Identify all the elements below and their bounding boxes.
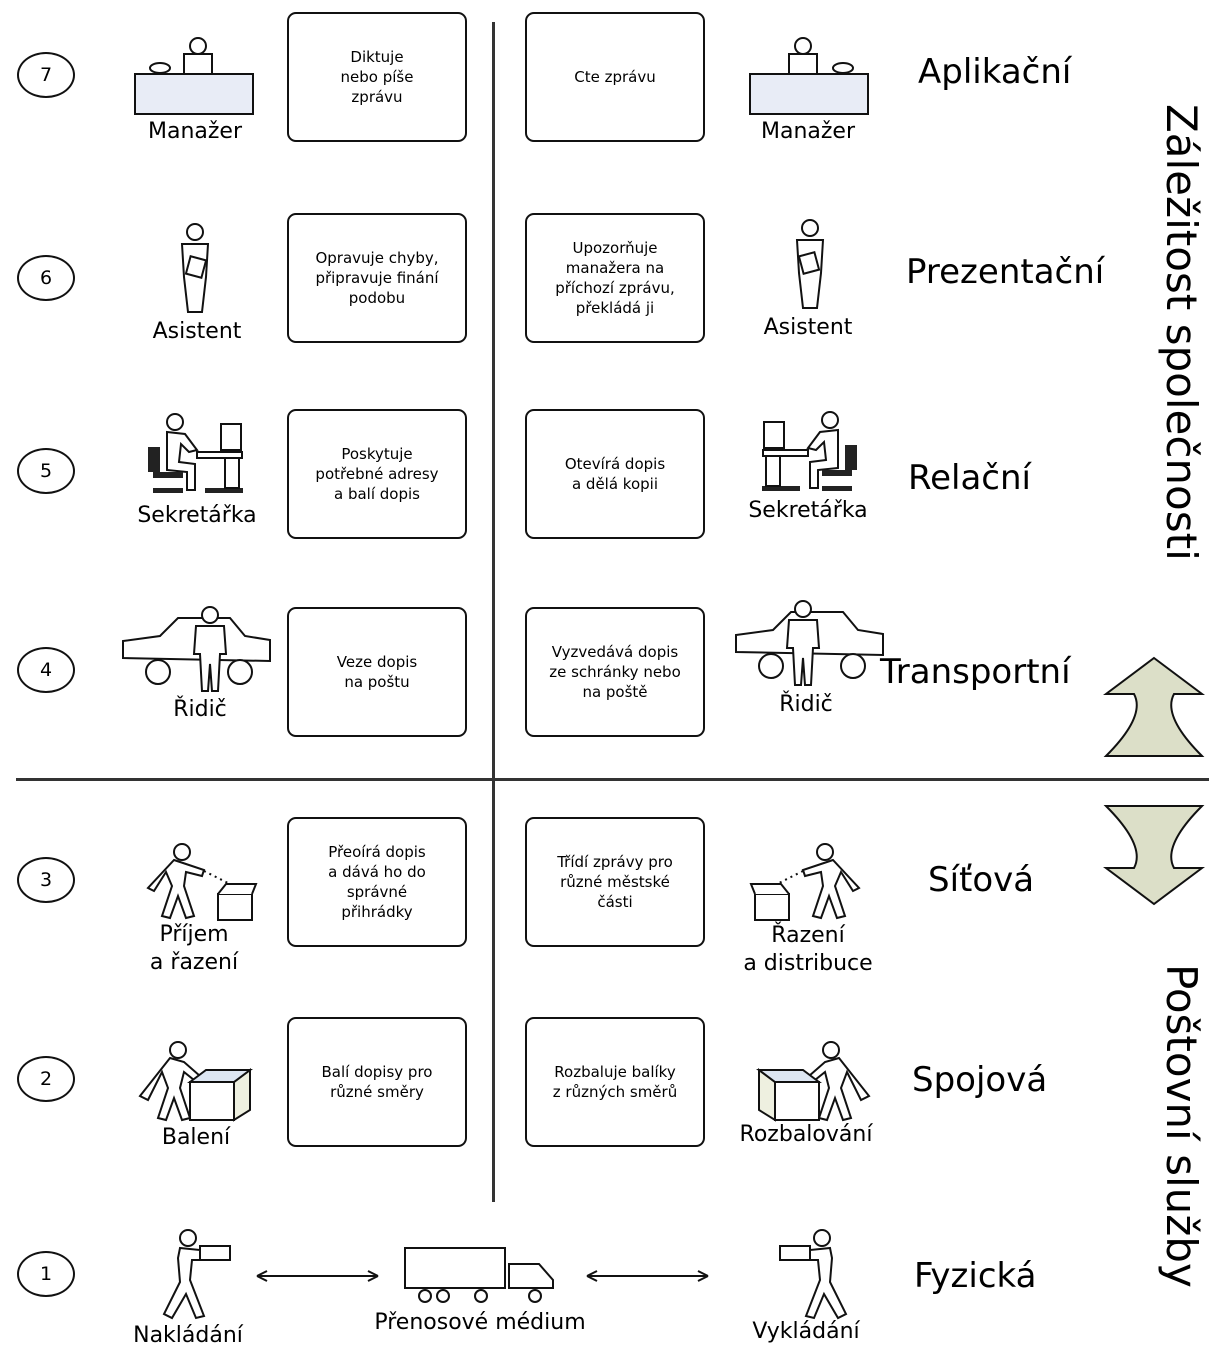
- desc-right-4: Vyzvedává dopis ze schránky nebo na pošt…: [525, 607, 705, 737]
- role-right-3: Řazení a distribuce: [743, 923, 873, 976]
- desc-left-2: Balí dopisy pro různé směry: [287, 1017, 467, 1147]
- desc-right-2: Rozbaluje balíky z různých směrů: [525, 1017, 705, 1147]
- sorting-person-icon: [134, 836, 259, 930]
- layer-number-5: 5: [17, 448, 75, 494]
- side-label-society: Záležitost společnosti: [1157, 104, 1206, 561]
- layer-number-4: 4: [17, 647, 75, 693]
- layer-number-3: 3: [17, 857, 75, 903]
- truck-icon: [403, 1246, 561, 1310]
- role-left-1: Nakládání: [133, 1323, 243, 1348]
- computer-desk-icon: [760, 410, 860, 499]
- up-arrow-icon: [1103, 656, 1205, 766]
- car-driver-icon: [733, 600, 888, 694]
- role-left-3: Příjem a řazení: [149, 922, 239, 975]
- horizontal-divider: [16, 778, 1209, 781]
- layer-name-1: Fyzická: [914, 1256, 1037, 1296]
- desc-right-6: Upozorňuje manažera na příchozí zprávu, …: [525, 213, 705, 343]
- unloading-person-icon: [770, 1228, 850, 1327]
- vertical-divider: [492, 22, 495, 1202]
- layer-number-6: 6: [17, 255, 75, 301]
- role-left-4: Řidič: [173, 697, 227, 722]
- double-arrow-icon: [585, 1266, 710, 1290]
- role-left-5: Sekretářka: [137, 503, 257, 528]
- layer-name-3: Síťová: [928, 860, 1035, 900]
- role-left-2: Balení: [161, 1125, 231, 1150]
- role-right-6: Asistent: [763, 315, 853, 340]
- desc-left-6: Opravuje chyby, připravuje finání podobu: [287, 213, 467, 343]
- person-document-icon: [170, 222, 220, 321]
- layer-number-1: 1: [17, 1251, 75, 1297]
- side-label-postal: Poštovní služby: [1157, 964, 1206, 1288]
- sorting-person-icon: [748, 836, 873, 930]
- role-left-7: Manažer: [147, 119, 242, 144]
- role-right-7: Manažer: [760, 119, 855, 144]
- person-document-icon: [785, 218, 835, 317]
- computer-desk-icon: [145, 412, 245, 501]
- desc-left-7: Diktuje nebo píše zprávu: [287, 12, 467, 142]
- layer-name-7: Aplikační: [918, 52, 1072, 92]
- desc-right-7: Cte zprávu: [525, 12, 705, 142]
- loading-person-icon: [160, 1228, 240, 1327]
- desk-phone-icon: [130, 34, 260, 123]
- transmission-medium-label: Přenosové médium: [374, 1310, 586, 1335]
- down-arrow-icon: [1103, 804, 1205, 910]
- desc-left-4: Veze dopis na poštu: [287, 607, 467, 737]
- layer-name-4: Transportní: [880, 652, 1071, 692]
- desc-left-3: Přeoírá dopis a dává ho do správné přihr…: [287, 817, 467, 947]
- unpacking-box-icon: [750, 1040, 875, 1129]
- role-right-5: Sekretářka: [748, 498, 868, 523]
- desc-right-3: Třídí zprávy pro různé městské části: [525, 817, 705, 947]
- double-arrow-icon: [255, 1266, 380, 1290]
- layer-name-2: Spojová: [912, 1060, 1048, 1100]
- role-left-6: Asistent: [152, 319, 242, 344]
- desc-right-5: Otevírá dopis a dělá kopii: [525, 409, 705, 539]
- role-right-2: Rozbalování: [739, 1122, 873, 1147]
- role-right-4: Řidič: [779, 692, 833, 717]
- car-driver-icon: [120, 606, 275, 700]
- desc-left-5: Poskytuje potřebné adresy a balí dopis: [287, 409, 467, 539]
- packing-box-icon: [134, 1040, 259, 1129]
- layer-name-5: Relační: [908, 458, 1031, 498]
- desk-phone-icon: [745, 34, 875, 123]
- layer-number-7: 7: [17, 52, 75, 98]
- role-right-1: Vykládání: [752, 1319, 860, 1344]
- layer-name-6: Prezentační: [906, 252, 1105, 292]
- layer-number-2: 2: [17, 1056, 75, 1102]
